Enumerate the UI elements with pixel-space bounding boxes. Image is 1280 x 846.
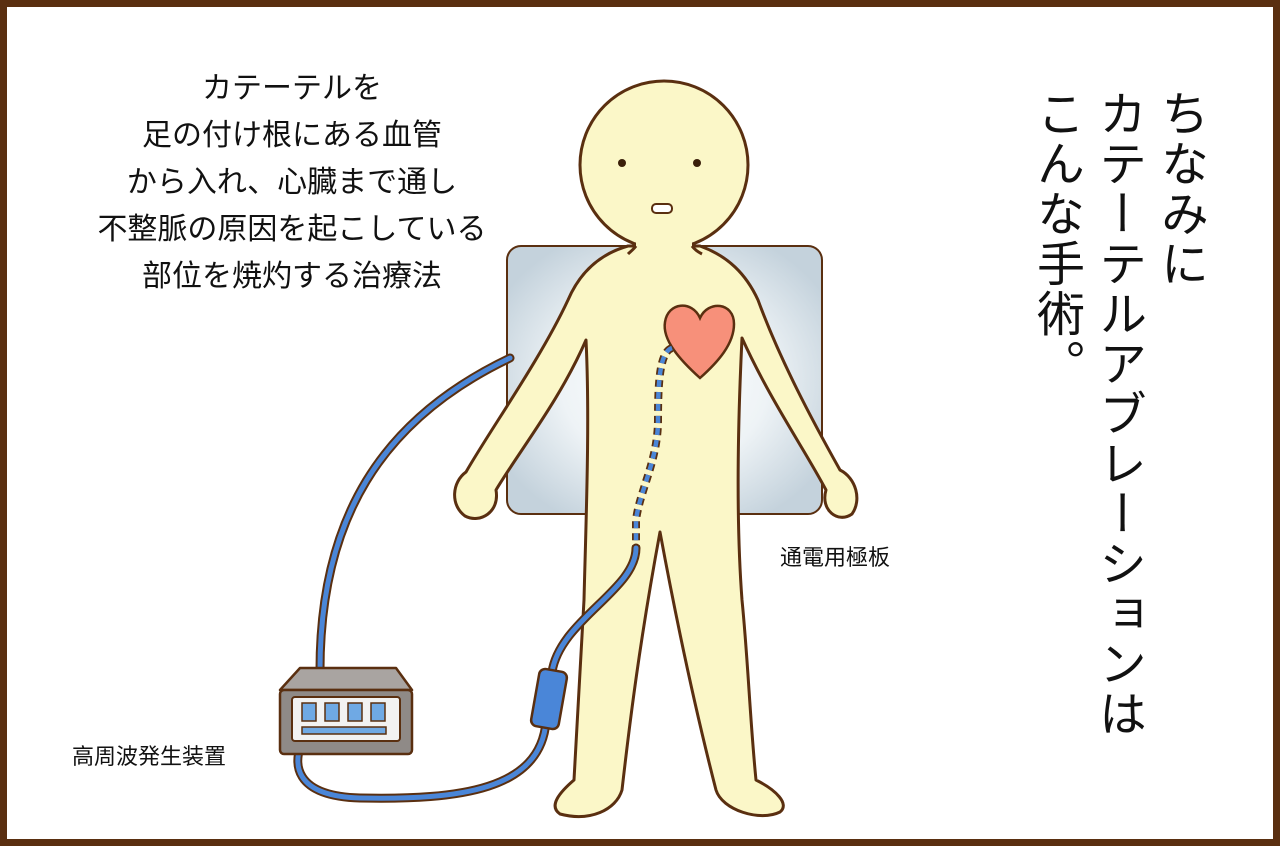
- heading-line: カテーテルアブレーションは: [1087, 89, 1149, 739]
- description-line: 足の付け根にある血管: [27, 112, 557, 159]
- heading-line: こんな手術。: [1025, 89, 1087, 389]
- description-line: 不整脈の原因を起こしている: [27, 206, 557, 253]
- left-eye: [618, 159, 626, 167]
- head: [580, 81, 748, 249]
- description-line: から入れ、心臓まで通し: [27, 159, 557, 206]
- mouth: [652, 204, 672, 213]
- procedure-description: カテーテルを 足の付け根にある血管 から入れ、心臓まで通し 不整脈の原因を起こし…: [27, 65, 557, 300]
- description-line: カテーテルを: [27, 65, 557, 112]
- right-eye: [693, 159, 701, 167]
- description-line: 部位を焼灼する治療法: [27, 253, 557, 300]
- catheter-handle: [530, 668, 568, 730]
- heading-line: ちなみに: [1149, 89, 1211, 289]
- rf-generator-device: [280, 668, 412, 754]
- generator-label: 高周波発生装置: [72, 739, 226, 771]
- electrode-label: 通電用極板: [780, 540, 890, 572]
